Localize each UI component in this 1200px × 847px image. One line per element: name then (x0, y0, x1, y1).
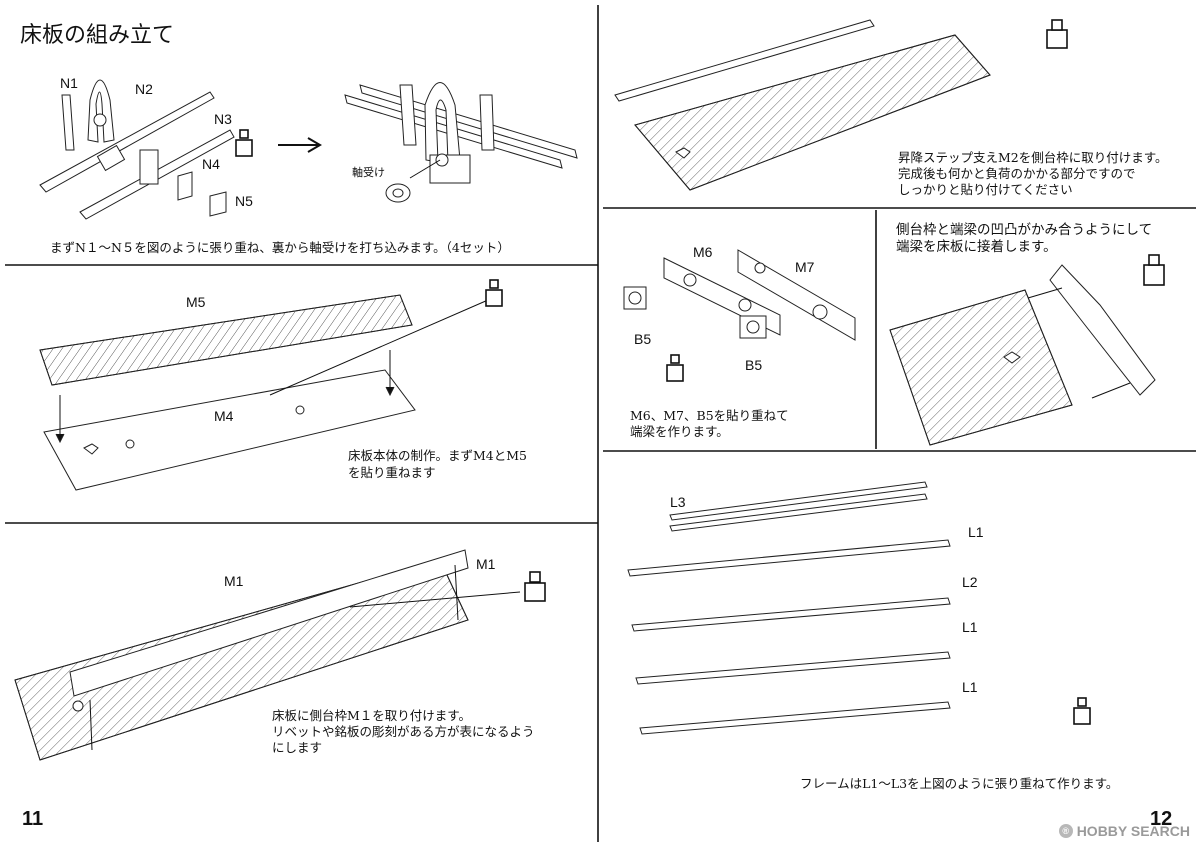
part-label-l1-a: L1 (968, 524, 984, 540)
diagram-frame-layers (627, 481, 951, 735)
step-text-3-line3: にします (272, 740, 323, 755)
registered-icon: ® (1058, 824, 1073, 838)
watermark: ® HOBBY SEARCH (1058, 823, 1190, 839)
page-title: 床板の組み立て (20, 23, 175, 48)
part-label-m5: M5 (186, 294, 206, 310)
diagram-floor-m4-m5 (39, 294, 489, 491)
part-label-m6: M6 (693, 244, 713, 260)
step-text-7: フレームはL1～L3を上図のように張り重ねて作ります。 (800, 776, 1119, 791)
step-text-6-line1: 側台枠と端梁の凹凸がかみ合うようにして (896, 222, 1153, 238)
step-text-2-line2: を貼り重ねます (348, 465, 436, 480)
panel-dividers (5, 5, 1196, 842)
part-label-n2: N2 (135, 81, 153, 97)
page-number-right: 12 (1150, 808, 1173, 830)
step-text-1: まずN１～N５を図のように張り重ね、裏から軸受けを打ち込みます。（4セット） (50, 240, 510, 255)
part-label-l3: L3 (670, 494, 686, 510)
part-label-l1-b: L1 (962, 619, 978, 635)
part-label-l2: L2 (962, 574, 978, 590)
diagram-end-beam-attach (889, 264, 1156, 446)
step-text-3-line1: 床板に側台枠M１を取り付けます。 (272, 708, 472, 723)
part-label-m7: M7 (795, 259, 815, 275)
step-text-4-line2: 完成後も何かと負荷のかかる部分ですので (898, 166, 1136, 181)
part-label-m1-left: M1 (224, 573, 244, 589)
step-text-3-line2: リベットや銘板の彫刻がある方が表になるよう (272, 724, 535, 739)
part-label-n5: N5 (235, 193, 253, 209)
watermark-text: HOBBY SEARCH (1076, 823, 1190, 839)
label-axle-bearing: 軸受け (352, 166, 385, 179)
paper-glue-icon (235, 129, 1091, 725)
part-label-b5-right: B5 (745, 357, 763, 373)
step-text-4-line1: 昇降ステップ支えM2を側台枠に取り付けます。 (898, 150, 1168, 165)
step-text-5-line2: 端梁を作ります。 (630, 424, 729, 439)
diagram-end-beam-m6-m7-b5 (623, 249, 856, 341)
step-text-4-line3: しっかりと貼り付けてください (898, 182, 1073, 197)
step-text-6-line2: 端梁を床板に接着します。 (896, 239, 1057, 255)
part-label-n1: N1 (60, 75, 78, 91)
part-label-m4: M4 (214, 408, 234, 424)
part-label-m1-right: M1 (476, 556, 496, 572)
diagram-n-parts (39, 79, 578, 220)
step-text-5-line1: M6、M7、B5を貼り重ねて (630, 408, 789, 423)
step-text-2-line1: 床板本体の制作。まずM4とM5 (348, 448, 528, 463)
part-label-n3: N3 (214, 111, 232, 127)
part-label-l1-c: L1 (962, 679, 978, 695)
diagram-step-support-m2 (614, 19, 991, 191)
page-number-left: 11 (22, 808, 44, 830)
arrow-icon (278, 137, 441, 179)
part-label-b5-left: B5 (634, 331, 652, 347)
diagram-side-frame-m1 (14, 549, 521, 761)
part-label-n4: N4 (202, 156, 220, 172)
glue-bottle-icon (524, 19, 1165, 602)
